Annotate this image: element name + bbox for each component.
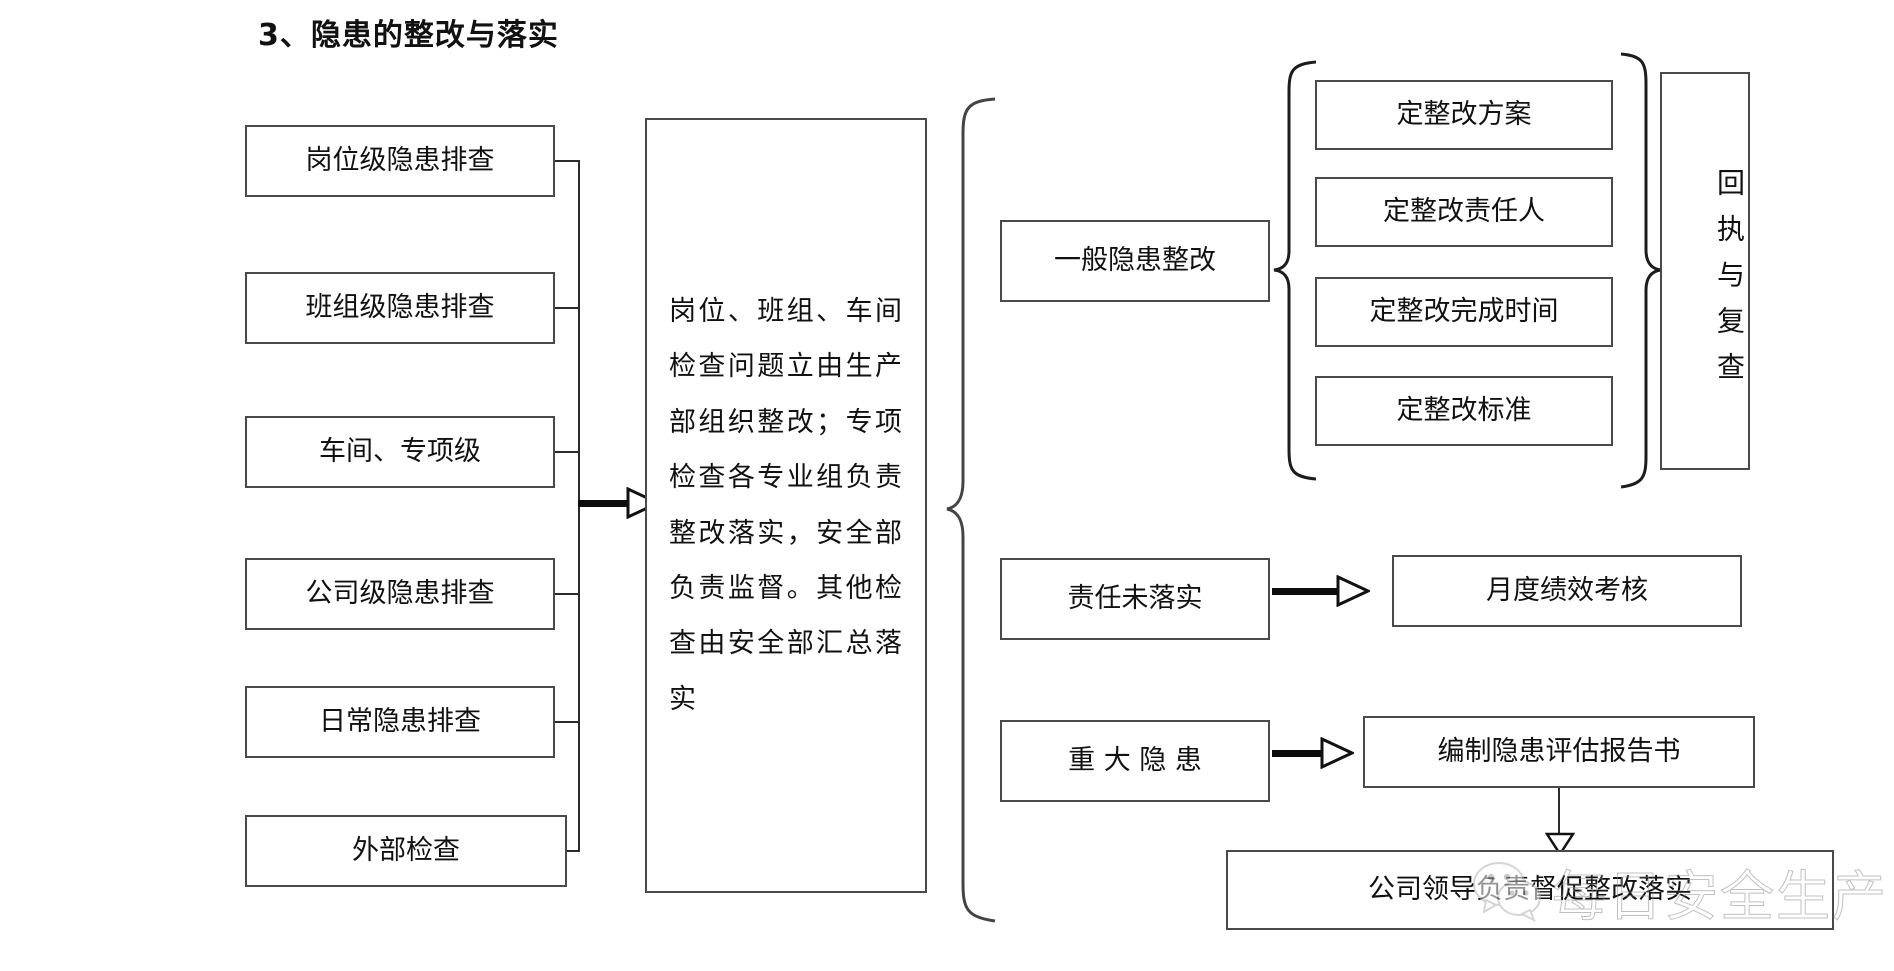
general-item-label: 定整改完成时间 [1369, 295, 1559, 327]
left-item-label: 车间、专项级 [319, 435, 481, 467]
general-item-box-1[interactable]: 定整改方案 [1315, 80, 1613, 150]
general-item-box-2[interactable]: 定整改责任人 [1315, 177, 1613, 247]
general-item-label: 定整改方案 [1396, 98, 1532, 130]
left-item-label: 日常隐患排查 [319, 705, 481, 737]
category-box-unfulfilled-duty[interactable]: 责任未落实 [1000, 558, 1270, 640]
general-item-box-4[interactable]: 定整改标准 [1315, 376, 1613, 446]
left-item-label: 班组级隐患排查 [305, 291, 495, 323]
general-items-left-brace [1273, 60, 1317, 481]
row3-down-arrow-head-icon [1545, 832, 1575, 856]
outcome-label: 编制隐患评估报告书 [1437, 735, 1681, 767]
left-connector-1 [555, 160, 580, 162]
receipt-review-box[interactable]: 回执与复查 [1660, 72, 1750, 470]
row3-arrow-shaft [1272, 750, 1324, 757]
left-item-box-2[interactable]: 班组级隐患排查 [245, 272, 555, 344]
left-item-box-4[interactable]: 公司级隐患排查 [245, 558, 555, 630]
left-item-label: 岗位级隐患排查 [305, 144, 495, 176]
row3-arrow-head-icon [1320, 737, 1354, 769]
category-box-major-hazard[interactable]: 重 大 隐 患 [1000, 720, 1270, 802]
center-process-text: 岗位、班组、车间检查问题立由生产部组织整改；专项检查各专业组负责整改落实，安全部… [669, 296, 903, 715]
main-branch-brace [946, 97, 996, 923]
receipt-review-label: 回执与复查 [1713, 168, 1746, 398]
general-item-box-3[interactable]: 定整改完成时间 [1315, 277, 1613, 347]
category-label: 一般隐患整改 [1054, 244, 1216, 276]
left-item-box-1[interactable]: 岗位级隐患排查 [245, 125, 555, 197]
center-arrow-head-icon [626, 487, 660, 519]
outcome-box-monthly-review[interactable]: 月度绩效考核 [1392, 555, 1742, 627]
row2-arrow-head-icon [1336, 575, 1370, 607]
row3-down-line [1558, 788, 1560, 840]
left-item-box-5[interactable]: 日常隐患排查 [245, 686, 555, 758]
category-label: 重 大 隐 患 [1068, 744, 1202, 776]
outcome-label: 月度绩效考核 [1486, 574, 1648, 606]
left-item-label: 公司级隐患排查 [305, 577, 495, 609]
category-label: 责任未落实 [1067, 582, 1203, 614]
general-item-label: 定整改标准 [1396, 394, 1532, 426]
outcome-box-leadership-supervision[interactable]: 公司领导负责督促整改落实 [1226, 850, 1834, 930]
left-connector-5 [555, 721, 580, 723]
left-connector-3 [555, 451, 580, 453]
left-item-box-6[interactable]: 外部检查 [245, 815, 567, 887]
left-item-label: 外部检查 [352, 834, 460, 866]
left-item-box-3[interactable]: 车间、专项级 [245, 416, 555, 488]
left-connector-6 [567, 850, 580, 852]
general-item-label: 定整改责任人 [1383, 195, 1545, 227]
left-connector-4 [555, 593, 580, 595]
general-items-right-brace [1620, 52, 1662, 489]
left-connector-2 [555, 307, 580, 309]
center-arrow-shaft [578, 500, 630, 507]
category-box-general-hazard[interactable]: 一般隐患整改 [1000, 220, 1270, 302]
center-process-box[interactable]: 岗位、班组、车间检查问题立由生产部组织整改；专项检查各专业组负责整改落实，安全部… [645, 118, 927, 893]
page-title: 3、隐患的整改与落实 [258, 18, 559, 53]
outcome-box-hazard-report[interactable]: 编制隐患评估报告书 [1363, 716, 1755, 788]
outcome-label: 公司领导负责督促整改落实 [1368, 873, 1692, 905]
row2-arrow-shaft [1272, 588, 1340, 595]
